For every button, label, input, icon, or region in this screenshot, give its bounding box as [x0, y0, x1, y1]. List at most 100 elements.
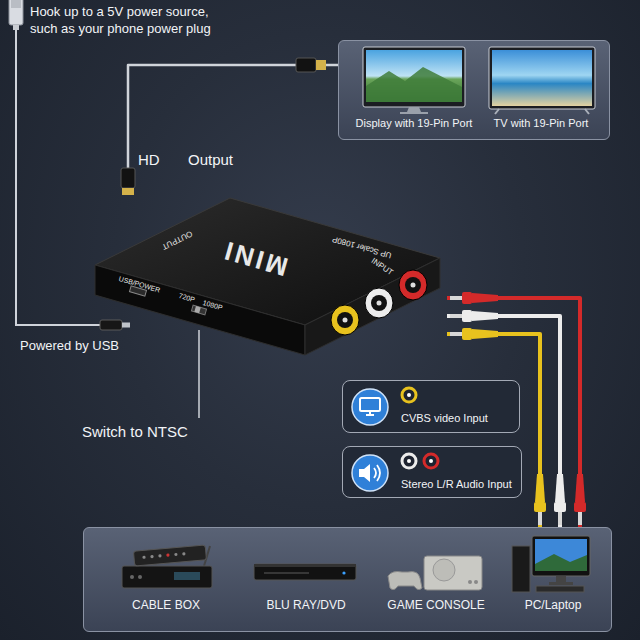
rca-plug: [450, 332, 462, 336]
source-panel-art: [535, 554, 587, 571]
converter-box-art: [371, 295, 387, 311]
converter-box-art: [411, 283, 416, 288]
rca-plug: [450, 296, 462, 300]
rca-plug: [472, 311, 498, 321]
rca-plug: [574, 502, 586, 512]
display-panel-art: [400, 112, 428, 114]
rca-plug: [450, 292, 498, 304]
source-panel-art: [138, 575, 142, 579]
source-panel-art: [150, 555, 153, 558]
rca-plug: [472, 329, 498, 339]
rca-plug: [578, 512, 582, 525]
usb-plug: [13, 25, 19, 30]
rca-plug: [450, 328, 498, 340]
source-panel-art: [130, 575, 134, 579]
source-panel-art: [433, 559, 455, 581]
source-panel-art: [84, 528, 613, 633]
source-panel-art: [535, 539, 587, 571]
input-callout-art: [359, 464, 370, 482]
source-panel-art: [388, 572, 422, 590]
input-callout-art: [343, 447, 523, 499]
converter-box-art: [331, 305, 359, 335]
input-callout-art: [352, 389, 388, 425]
input-callout-text: CVBS video Input: [401, 412, 488, 425]
source-panel-text: BLU RAY/DVD: [266, 598, 345, 612]
display-panel-art: [407, 107, 421, 112]
input-callout-art: [352, 455, 388, 491]
rca-plug: [538, 512, 542, 525]
source-panel-art: [166, 553, 169, 556]
source-panel-art: [174, 553, 177, 556]
converter-box-art: [305, 258, 440, 355]
converter-box-art: [377, 301, 382, 306]
hdmi-plug: [122, 188, 134, 195]
source-panel-art: [536, 586, 584, 592]
source-panel-art: [532, 536, 590, 576]
display-panel-art: [495, 109, 589, 114]
switch-label: Switch to NTSC: [82, 422, 188, 442]
rca-plug: [558, 512, 562, 525]
source-panel-art: [474, 580, 478, 584]
source-panel-art: [549, 582, 573, 585]
source-panel-art: [424, 556, 482, 590]
display-panel-text: Display with 19-Pin Port: [356, 117, 473, 130]
source-panel-art: [133, 545, 206, 566]
rca-plug: [534, 474, 546, 525]
source-panel: CABLE BOXBLU RAY/DVDGAME CONSOLEPC/Lapto…: [83, 527, 612, 632]
rca-plug: [450, 310, 498, 322]
converter-box: MINIOUTPUTUP Scaler 1080PINPUTUSB/POWER7…: [92, 195, 447, 360]
display-panel-art: [366, 67, 462, 102]
converter-box-art: [337, 312, 353, 328]
source-panel-text: GAME CONSOLE: [387, 598, 484, 612]
source-panel-art: [468, 580, 472, 584]
display-panel-art: [492, 50, 592, 106]
input-callout-art: [402, 454, 416, 468]
usb-plug: [9, 0, 23, 25]
converter-box-art: [405, 277, 421, 293]
rca-plug: [554, 474, 566, 525]
input-callout-art: [424, 454, 438, 468]
usb-cable: [16, 30, 100, 325]
source-panel-text: CABLE BOX: [132, 598, 200, 612]
display-panel-art: [363, 47, 465, 107]
mini-usb-plug: [100, 320, 130, 330]
rca-plug: [535, 474, 545, 502]
source-panel-art: [142, 556, 145, 559]
converter-box-art: [194, 306, 200, 313]
converter-box-art: [343, 318, 348, 323]
hdmi-plug: [316, 60, 326, 70]
rca-plug: [554, 502, 566, 512]
rca-plug: [462, 310, 472, 322]
rca-plug: [462, 292, 472, 304]
usb-plug: [11, 0, 21, 8]
rca-plug: [462, 328, 472, 340]
converter-box-art: [365, 288, 393, 318]
source-panel-art: [254, 564, 356, 580]
source-panel-art: [254, 564, 356, 567]
port-label: Output: [188, 150, 233, 170]
rca-plug: [575, 474, 585, 502]
hdmi-plug: [296, 58, 326, 72]
input-callout-art: [402, 388, 416, 402]
source-panel-art: [158, 554, 161, 557]
hdmi-cable: [128, 65, 338, 195]
display-panel: Display with 19-Pin Port TV with 19-Pin P…: [338, 40, 610, 140]
port-label: HD: [138, 150, 160, 170]
rca-plug: [574, 474, 586, 525]
mini-usb-plug: [100, 320, 122, 330]
display-panel-text: TV with 19-Pin Port: [494, 117, 589, 130]
source-panel-art: [182, 552, 185, 555]
input-callout-art: [366, 411, 374, 415]
source-panel-art: [122, 566, 212, 588]
source-panel-art: [264, 572, 309, 574]
source-panel-art: [512, 546, 530, 592]
input-callout-art: [407, 393, 411, 397]
hdmi-plug: [296, 58, 316, 72]
input-callout: CVBS video Input: [342, 380, 520, 433]
hdmi-plug: [121, 168, 135, 195]
power-label: Powered by USB: [20, 338, 119, 355]
input-callout: Stereo L/R Audio Input: [342, 446, 522, 498]
rca-plug: [472, 293, 498, 303]
hdmi-plug: [121, 168, 135, 188]
display-panel-art: [489, 47, 595, 109]
